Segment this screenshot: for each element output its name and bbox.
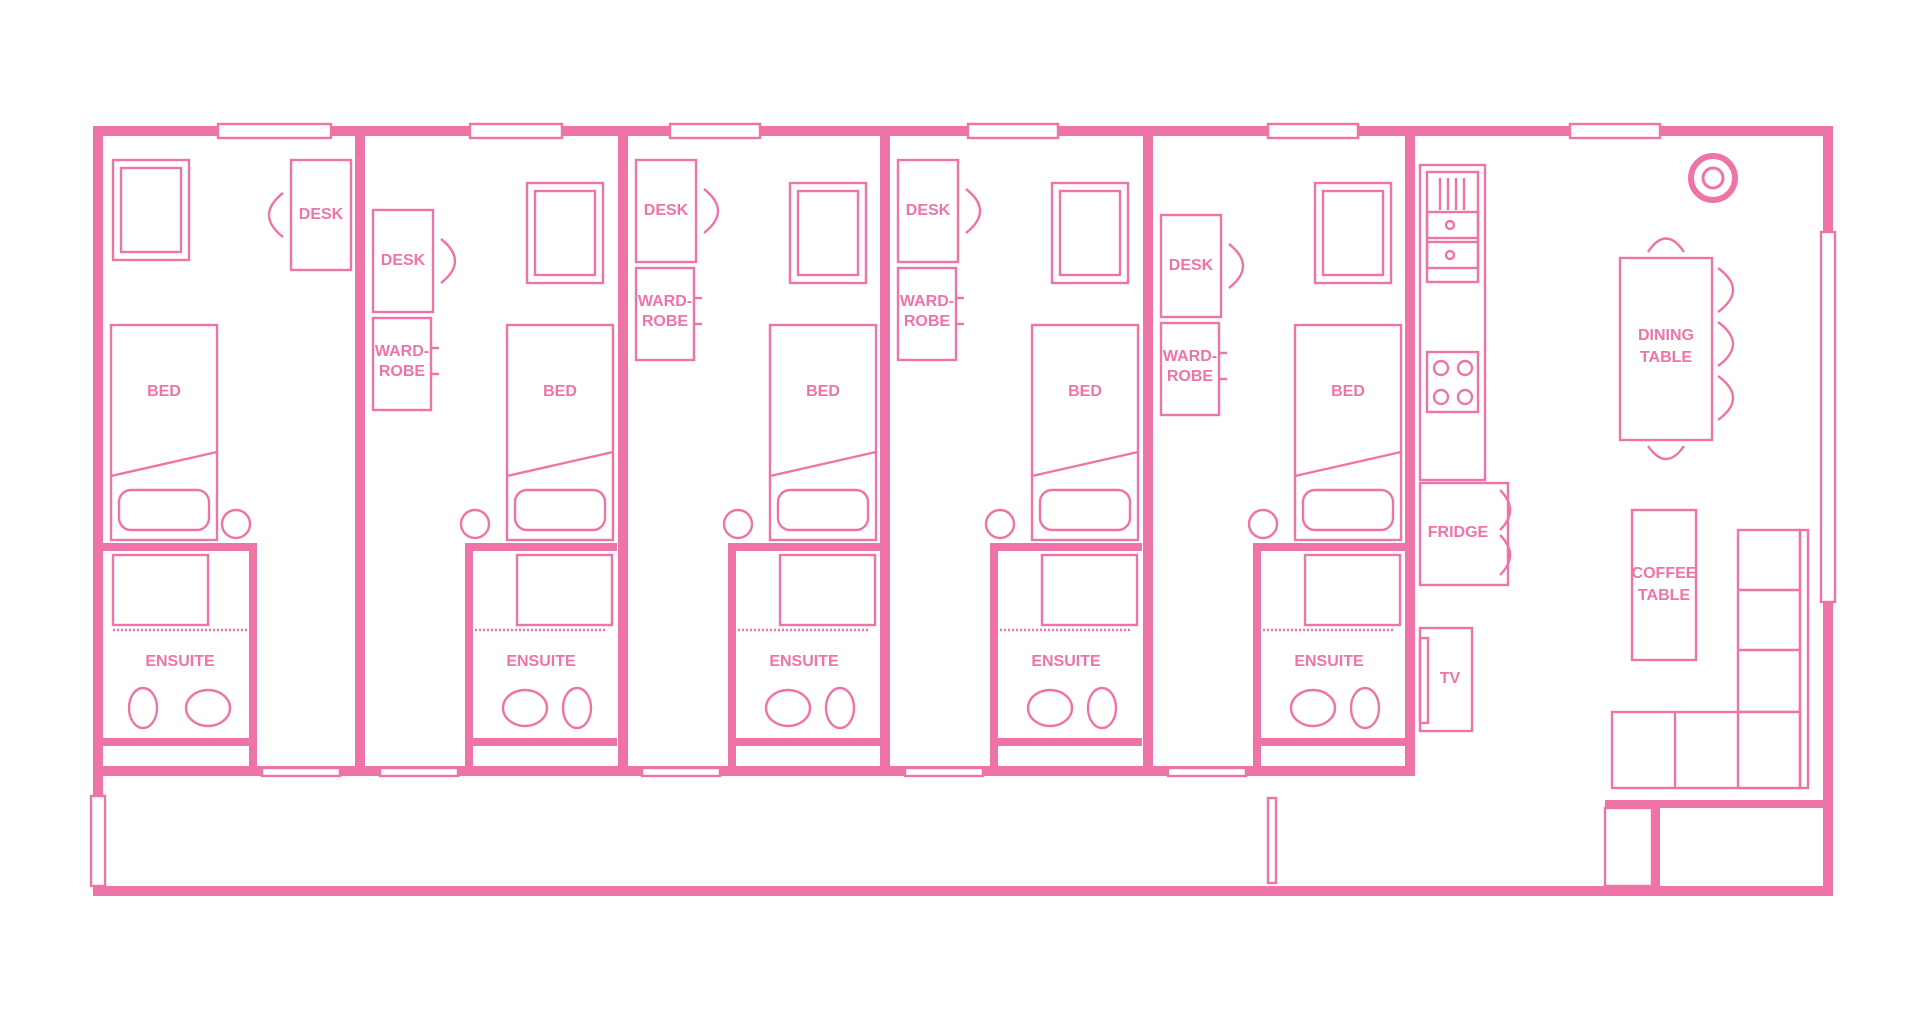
bed [1030, 323, 1140, 542]
shower [111, 553, 210, 627]
bed-label: BED [1331, 383, 1365, 400]
basin [764, 688, 812, 728]
bedroom-2: DESK WARD- ROBE BED ENSUITE [371, 181, 617, 776]
wardrobe [371, 316, 433, 412]
shower [1040, 553, 1139, 627]
fridge-label: FRIDGE [1428, 524, 1489, 541]
kitchen-living: FRIDGE TV DINING TABLE COFFEE TABLE [1418, 153, 1833, 896]
bed [109, 323, 219, 542]
bed-label: BED [147, 383, 181, 400]
tv-label: TV [1440, 670, 1461, 687]
windows [89, 122, 1837, 888]
exterior-walls [93, 126, 1833, 896]
desk-label: DESK [906, 202, 951, 219]
desk [371, 208, 435, 314]
doors [260, 766, 1278, 885]
dining-table-label-2: TABLE [1640, 349, 1692, 366]
bedrooms: DESKBEDENSUITEDESKWARD-ROBEBEDENSUITEDES… [103, 158, 1405, 776]
bed [1293, 323, 1403, 542]
bedroom-3: DESK WARD- ROBE BED ENSUITE [634, 158, 880, 776]
bedside-chair [525, 181, 605, 285]
ensuite-label: ENSUITE [506, 653, 576, 670]
wardrobe [634, 266, 696, 362]
toilet [127, 686, 159, 730]
bedroom-4: DESK WARD- ROBE BED ENSUITE [896, 158, 1142, 776]
desk [634, 158, 698, 264]
shower [778, 553, 877, 627]
bedroom-5: DESK WARD- ROBE BED ENSUITE [1159, 181, 1405, 776]
toilet [1086, 686, 1118, 730]
desk-chair [440, 238, 457, 284]
desk-chair [1228, 243, 1245, 289]
bedside-chair [1313, 181, 1393, 285]
ensuite-label: ENSUITE [1031, 653, 1101, 670]
desk-chair [267, 192, 284, 238]
bedside-chair [1050, 181, 1130, 285]
bed-label: BED [1068, 383, 1102, 400]
bed-label: BED [806, 383, 840, 400]
wardrobe-label-2: ROBE [1167, 368, 1214, 385]
desk-label: DESK [299, 206, 344, 223]
wardrobe-label-2: ROBE [904, 313, 951, 330]
basin [1289, 688, 1337, 728]
ensuite-label: ENSUITE [1294, 653, 1364, 670]
coffee-table-label-1: COFFEE [1632, 565, 1697, 582]
shower [515, 553, 614, 627]
toilet [1349, 686, 1381, 730]
basin [1026, 688, 1074, 728]
wardrobe-label-1: WARD- [900, 293, 954, 310]
wardrobe [896, 266, 958, 362]
desk-label: DESK [644, 202, 689, 219]
ensuite-label: ENSUITE [769, 653, 839, 670]
wardrobe [1159, 321, 1221, 417]
wardrobe-label-2: ROBE [379, 363, 426, 380]
dining-table-label-1: DINING [1638, 327, 1694, 344]
basin [184, 688, 232, 728]
wardrobe-label-1: WARD- [375, 343, 429, 360]
toilet [824, 686, 856, 730]
desk [896, 158, 960, 264]
desk-label: DESK [1169, 257, 1214, 274]
desk [1159, 213, 1223, 319]
desk-chair [965, 188, 982, 234]
desk [289, 158, 353, 272]
wardrobe-label-1: WARD- [1163, 348, 1217, 365]
bed-label: BED [543, 383, 577, 400]
desk-label: DESK [381, 252, 426, 269]
basin [501, 688, 549, 728]
bed [768, 323, 878, 542]
coffee-table-label-2: TABLE [1638, 587, 1690, 604]
bedside-chair [111, 158, 191, 262]
toilet [561, 686, 593, 730]
wardrobe-label-2: ROBE [642, 313, 689, 330]
wardrobe-label-1: WARD- [638, 293, 692, 310]
bedside-chair [788, 181, 868, 285]
bedroom-1: DESK BED ENSUITE [103, 158, 353, 776]
bed [505, 323, 615, 542]
desk-chair [703, 188, 720, 234]
ensuite-label: ENSUITE [145, 653, 215, 670]
shower [1303, 553, 1402, 627]
